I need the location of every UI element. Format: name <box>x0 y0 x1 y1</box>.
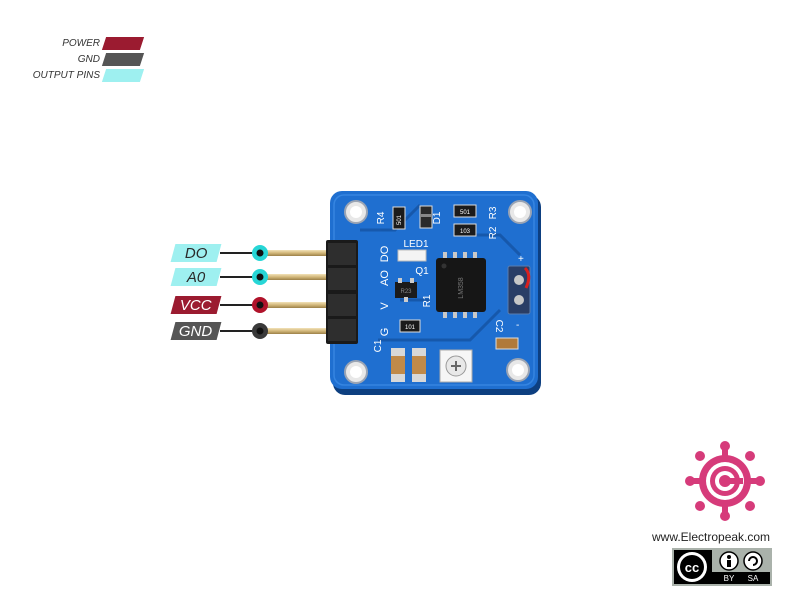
pcb-board: DO AO V G 501 R4 D1 501 R3 103 R2 LED1 <box>326 191 541 395</box>
resistor-r4 <box>392 206 406 230</box>
header-pin-gnd <box>262 328 334 334</box>
silk-d1: D1 <box>432 211 443 224</box>
resistor-r3 <box>453 204 477 218</box>
legend-label-output: OUTPUT PINS <box>32 70 100 81</box>
mounting-holes <box>344 200 532 384</box>
silk-c2: C2 <box>493 320 504 333</box>
header-pin-vcc <box>262 302 334 308</box>
svg-text:cc: cc <box>685 560 699 575</box>
resistor-r2 <box>453 223 477 237</box>
transistor-q1 <box>395 282 417 298</box>
legend-item-power: POWER <box>0 37 145 50</box>
opamp-chip: LM358 <box>436 252 486 318</box>
svg-text:101: 101 <box>405 325 416 331</box>
cc-license-badge: cc BY SA <box>672 548 772 586</box>
svg-text:-: - <box>516 320 519 331</box>
silk-led1: LED1 <box>403 239 428 250</box>
sa-icon <box>743 551 763 571</box>
sensor-connector: + - <box>507 254 531 331</box>
potentiometer <box>439 349 473 383</box>
svg-text:+: + <box>518 254 524 265</box>
resistor-r1 <box>399 319 421 333</box>
silk-r1: R1 <box>422 294 433 307</box>
electropeak-logo <box>685 441 765 521</box>
silk-c1: C1 <box>373 339 384 352</box>
pin-dots <box>252 245 268 339</box>
pin-wires <box>220 252 258 332</box>
silk-ao: AO <box>379 270 391 286</box>
capacitor-c2 <box>412 348 426 382</box>
silk-r4: R4 <box>376 211 387 224</box>
header-pin-a0 <box>262 274 334 280</box>
svg-text:103: 103 <box>460 229 471 235</box>
legend-label-gnd: GND <box>77 54 100 65</box>
capacitor-c1 <box>391 348 405 382</box>
license-by: BY <box>724 574 735 583</box>
pin-header-housing <box>326 240 358 344</box>
led-1 <box>397 249 427 262</box>
silk-r3: R3 <box>488 206 499 219</box>
header-pin-do <box>262 250 334 256</box>
website-url: www.Electropeak.com <box>652 530 771 544</box>
svg-text:501: 501 <box>460 210 471 216</box>
silk-g: G <box>379 328 391 337</box>
svg-text:501: 501 <box>397 214 403 225</box>
capacitor-small <box>495 337 519 350</box>
silk-v: V <box>379 302 391 310</box>
silk-do: DO <box>379 245 391 262</box>
header-pins <box>262 250 334 334</box>
legend-label-power: POWER <box>62 38 100 49</box>
silk-q1: Q1 <box>415 266 429 277</box>
svg-text:LM358: LM358 <box>458 277 465 299</box>
legend-item-gnd: GND <box>0 53 145 66</box>
silk-r2: R2 <box>488 226 499 239</box>
license-sa: SA <box>748 574 759 583</box>
legend-item-output: OUTPUT PINS <box>0 69 145 82</box>
svg-text:R23: R23 <box>400 289 412 295</box>
